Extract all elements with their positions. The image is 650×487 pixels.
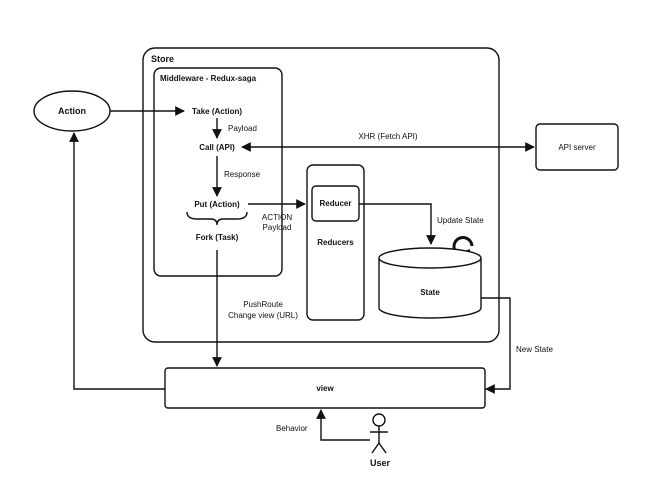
reducers-label: Reducers: [317, 238, 354, 247]
state-store: [378, 247, 482, 319]
payload-label: Payload: [228, 124, 257, 133]
view-box: [164, 367, 486, 409]
take-step: Take (Action): [192, 107, 242, 116]
user-icon: [370, 413, 388, 454]
arrow-user-to-view: [316, 409, 370, 441]
put-step: Put (Action): [194, 200, 240, 209]
action-label-2: Payload: [263, 223, 292, 232]
change-view-label: Change view (URL): [228, 311, 298, 320]
behavior-label: Behavior: [276, 424, 308, 433]
view-label: view: [316, 384, 334, 393]
arrow-view-to-action: [69, 132, 165, 390]
xhr-label: XHR (Fetch API): [358, 132, 417, 141]
state-label: State: [420, 288, 440, 297]
arrow-reducer-to-state: [359, 203, 436, 245]
response-label: Response: [224, 170, 261, 179]
user-label: User: [370, 458, 391, 468]
fork-step: Fork (Task): [196, 233, 239, 242]
call-step: Call (API): [199, 143, 235, 152]
update-state-label: Update State: [437, 216, 484, 225]
arrow-state-to-view: [481, 297, 511, 394]
push-route-label: PushRoute: [243, 300, 283, 309]
api-server-box: [535, 123, 619, 171]
api-server-label: API server: [558, 143, 596, 152]
new-state-label: New State: [516, 345, 553, 354]
middleware-title: Middleware - Redux-saga: [160, 74, 257, 83]
reducer-label: Reducer: [319, 199, 351, 208]
action-label-1: ACTION: [262, 213, 292, 222]
store-label: Store: [151, 54, 174, 64]
action-label: Action: [58, 106, 86, 116]
put-fork-brace: [186, 211, 248, 226]
middleware-box: [153, 67, 283, 277]
